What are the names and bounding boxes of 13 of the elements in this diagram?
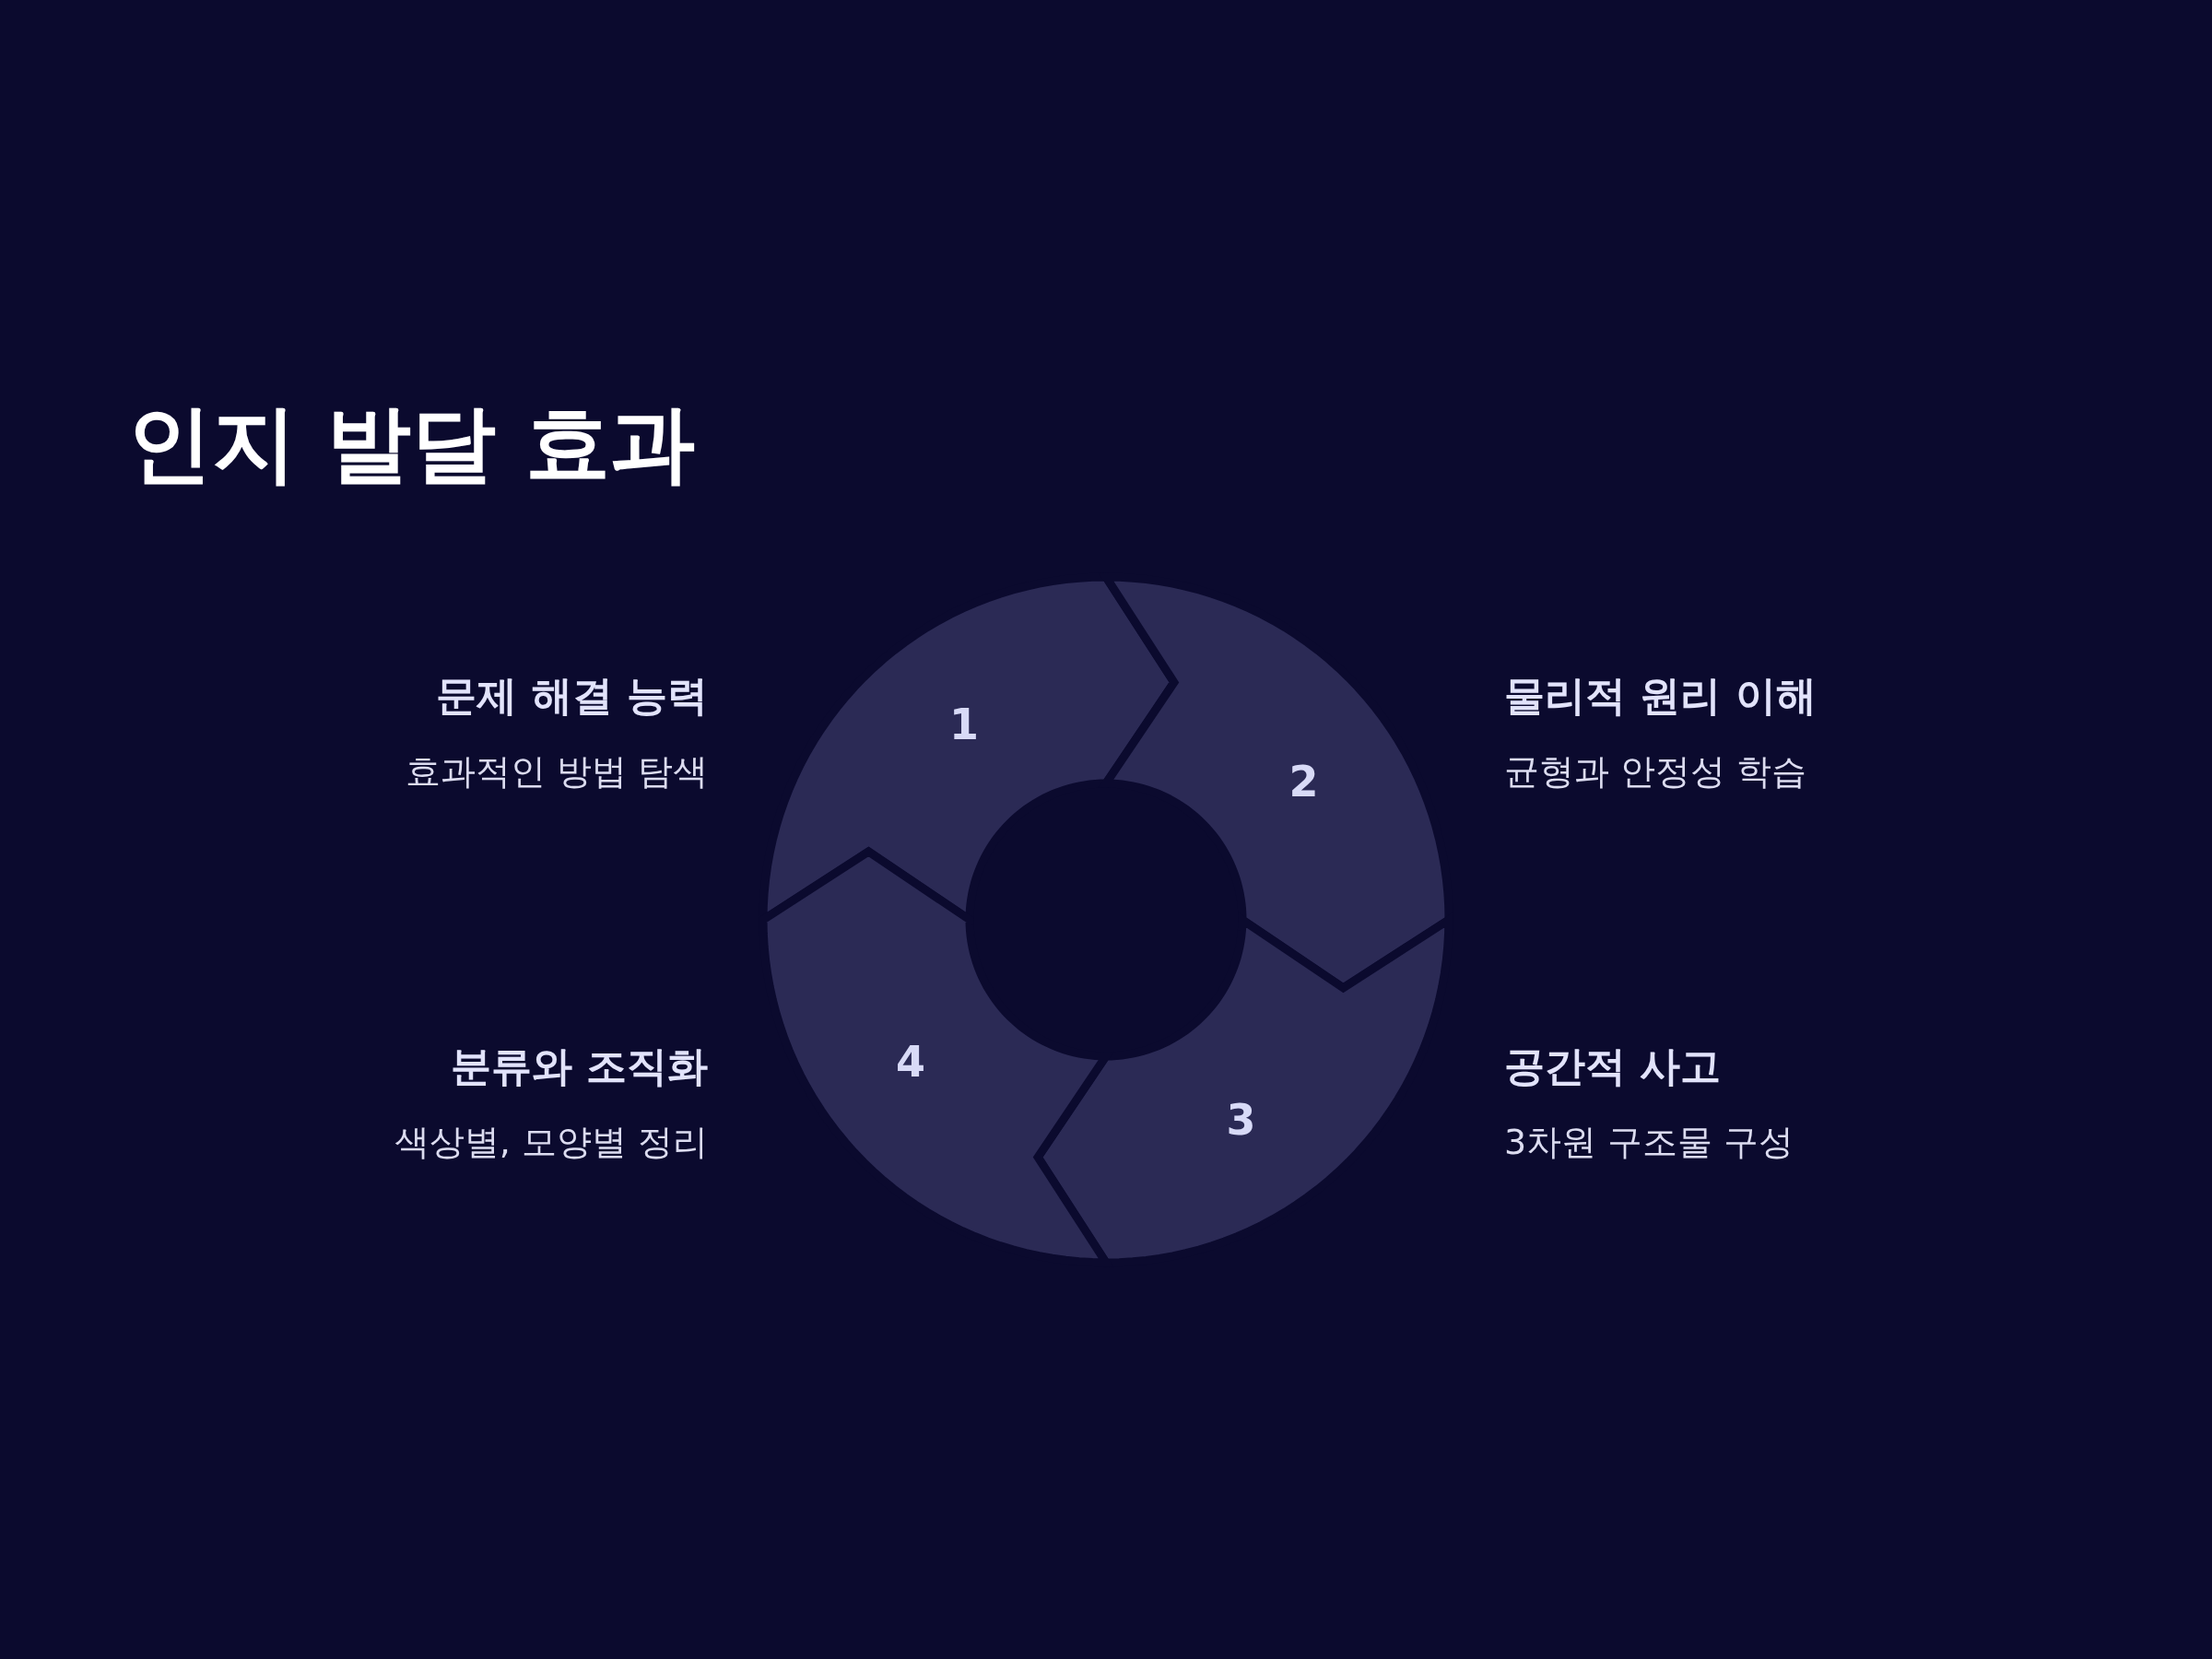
item-heading: 문제 해결 능력 <box>436 671 708 721</box>
item-heading: 공간적 사고 <box>1504 1041 1722 1091</box>
title: 인지 발달 효과 <box>127 394 696 495</box>
step-number: 2 <box>1288 756 1319 806</box>
step-number: 4 <box>896 1037 926 1087</box>
step-number: 1 <box>949 700 979 750</box>
item-description: 3차원 구조물 구성 <box>1504 1121 1794 1164</box>
item-heading: 물리적 원리 이해 <box>1504 671 1817 721</box>
step-number: 3 <box>1226 1095 1256 1146</box>
item-description: 효과적인 방법 탐색 <box>405 750 708 794</box>
item-description: 색상별, 모양별 정리 <box>394 1121 708 1164</box>
item-heading: 분류와 조직화 <box>450 1041 708 1091</box>
item-description: 균형과 안정성 학습 <box>1504 750 1807 794</box>
